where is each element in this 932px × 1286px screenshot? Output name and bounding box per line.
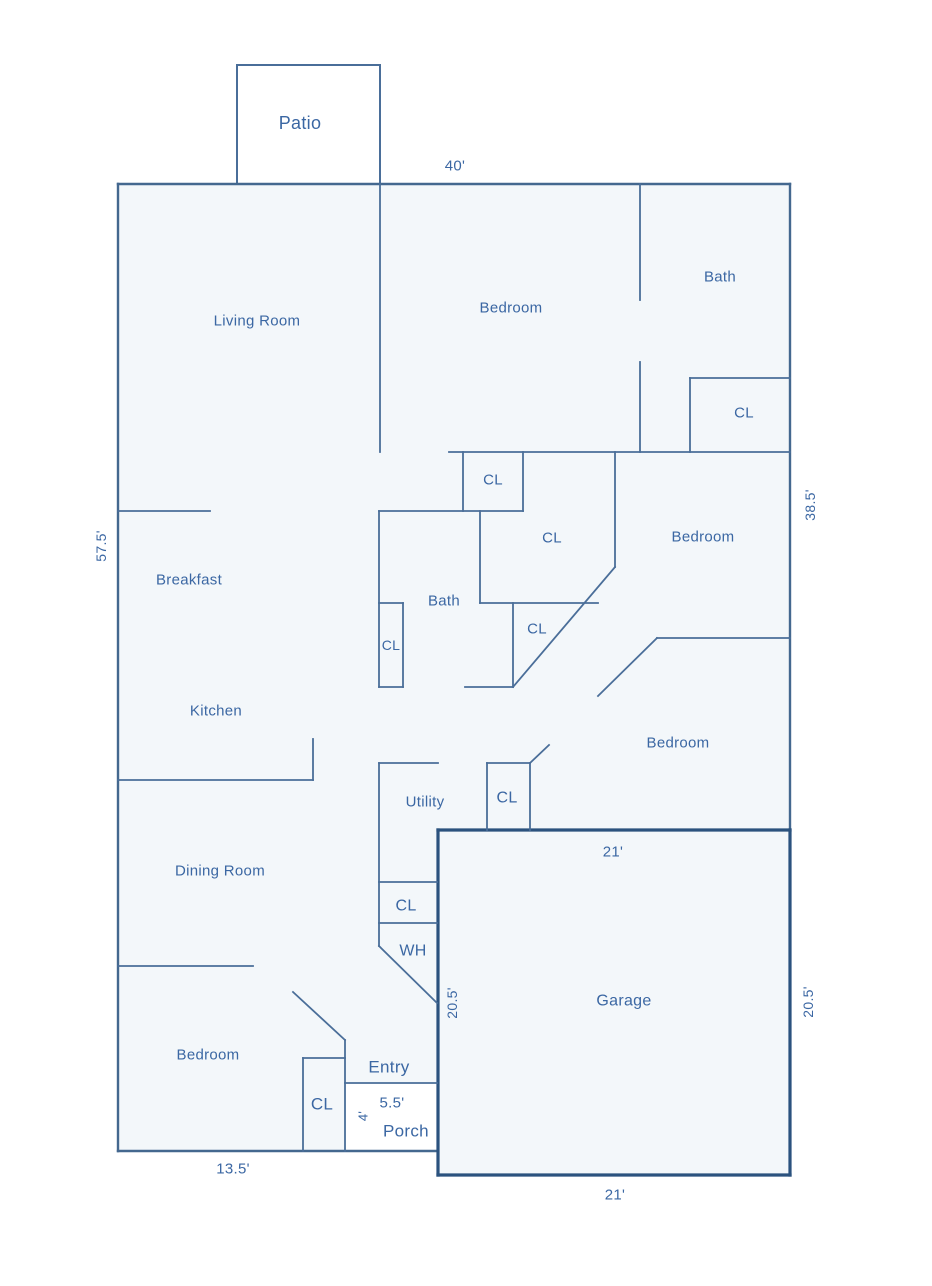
- room-label-cl-bath-mid: CL: [382, 637, 401, 653]
- room-label-dining-room: Dining Room: [175, 863, 265, 880]
- room-label-cl-utility: CL: [395, 898, 416, 915]
- interior-wall-segment: [291, 990, 347, 1042]
- room-label-cl-bedroom-right: CL: [496, 790, 517, 807]
- room-label-bedroom-right: Bedroom: [647, 735, 710, 752]
- dimension-label-dim-38-5ft-right: 38.5': [802, 489, 818, 520]
- interior-wall-segment: [528, 743, 551, 765]
- patio-slab: [237, 65, 380, 184]
- dimension-label-dim-21ft-bottom: 21': [605, 1187, 625, 1204]
- room-label-cl-bath-top: CL: [734, 405, 754, 422]
- room-label-porch: Porch: [383, 1122, 429, 1141]
- room-label-cl-hall-center: CL: [542, 530, 562, 547]
- room-label-kitchen: Kitchen: [190, 703, 242, 720]
- dimension-label-dim-57-5ft-left: 57.5': [93, 530, 109, 561]
- room-label-bath-top: Bath: [704, 269, 736, 286]
- interior-wall-segment: [596, 636, 659, 698]
- room-label-wh: WH: [399, 943, 426, 960]
- dimension-label-dim-4ft-porch: 4': [356, 1111, 371, 1121]
- dimension-label-dim-40ft-top: 40': [445, 158, 465, 175]
- dimension-label-dim-5-5ft-porch: 5.5': [380, 1095, 405, 1112]
- room-label-garage: Garage: [596, 993, 651, 1010]
- room-label-breakfast: Breakfast: [156, 572, 223, 589]
- dimension-label-dim-20-5ft-inner: 20.5': [444, 987, 460, 1018]
- garage-slab: [438, 830, 790, 1175]
- room-label-cl-entry: CL: [311, 1095, 333, 1114]
- room-label-bedroom-left: Bedroom: [177, 1047, 240, 1064]
- room-label-living-room: Living Room: [214, 313, 301, 330]
- room-label-cl-hall-small: CL: [483, 472, 503, 489]
- dimension-label-dim-13-5ft-bottom: 13.5': [216, 1161, 250, 1178]
- room-label-bedroom-mid: Bedroom: [672, 529, 735, 546]
- room-label-patio: Patio: [279, 113, 322, 133]
- interior-wall-segment: [377, 944, 439, 1005]
- room-label-cl-triangle: CL: [527, 621, 547, 638]
- room-label-entry: Entry: [368, 1058, 409, 1077]
- interior-wall-segment: [511, 565, 617, 689]
- room-label-utility: Utility: [406, 794, 445, 811]
- room-label-bath-mid: Bath: [428, 593, 460, 610]
- room-label-bedroom-top: Bedroom: [480, 300, 543, 317]
- porch-slab: [346, 1084, 437, 1151]
- dimension-label-dim-21ft-garage: 21': [603, 844, 623, 861]
- dimension-label-dim-20-5ft-right: 20.5': [800, 986, 816, 1017]
